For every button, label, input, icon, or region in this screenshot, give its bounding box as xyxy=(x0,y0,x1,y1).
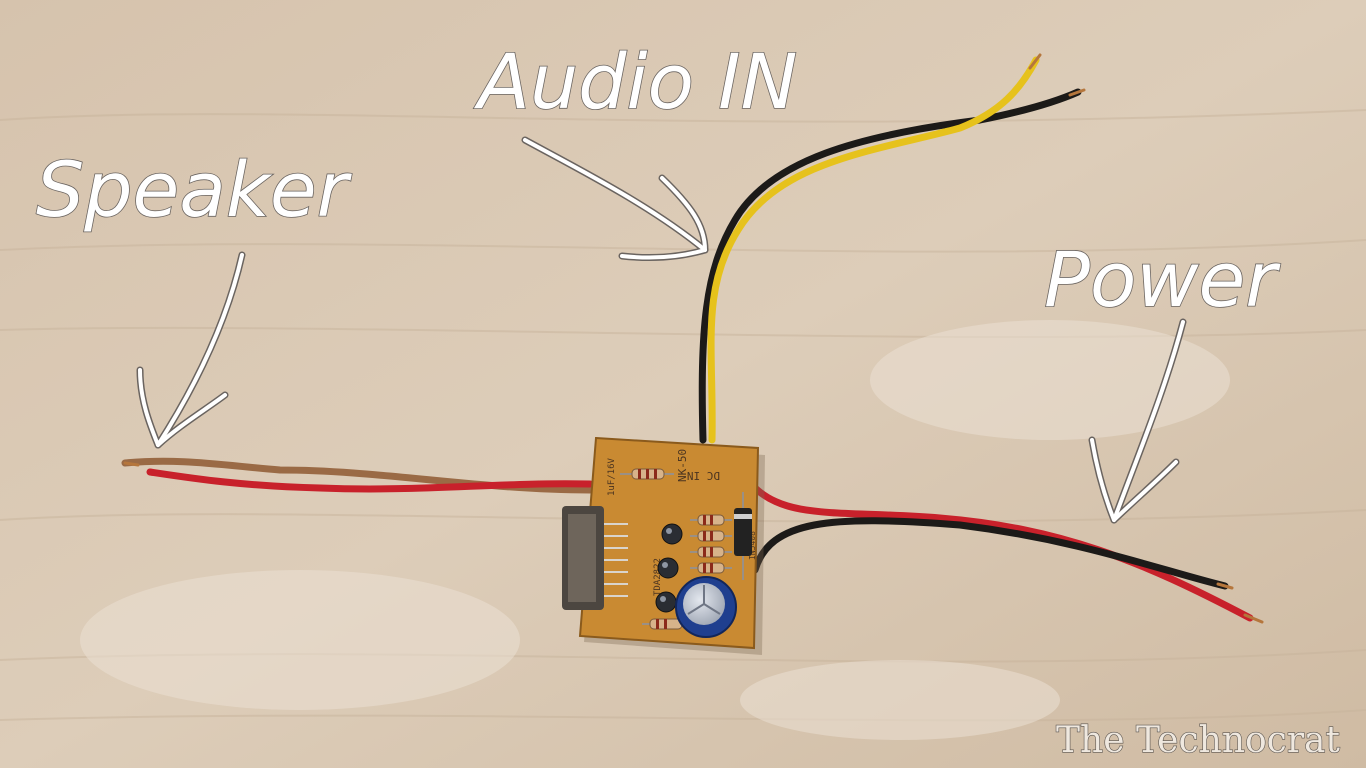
speaker-label: Speaker xyxy=(36,145,353,234)
pcb-ic-label: TDA2822 xyxy=(653,558,663,596)
power-black-wire xyxy=(751,517,1229,590)
speaker-wires xyxy=(121,457,594,494)
audio-yellow-wire xyxy=(707,56,1040,444)
watermark: The Technocrat xyxy=(1056,720,1341,761)
power-wires xyxy=(751,484,1264,624)
table-light-patches xyxy=(80,320,1230,740)
capacitor-icon xyxy=(655,523,683,613)
pcb-dc-in-label: DC IN xyxy=(687,469,720,482)
arrow-icon xyxy=(138,138,1185,522)
power-red-wire xyxy=(751,484,1254,622)
heatsink-icon xyxy=(562,506,628,610)
audio-in-wires xyxy=(698,53,1086,444)
pcb-model-label: NK-50 xyxy=(676,449,689,482)
pcb-cap-label: 1uF/16V xyxy=(607,457,617,496)
speaker-red-wire xyxy=(146,468,594,493)
large-capacitor-icon xyxy=(675,576,737,638)
pcb-diode-label: IN5408 xyxy=(748,531,757,560)
audio-in-label: Audio IN xyxy=(473,37,797,126)
diode-icon xyxy=(734,492,752,580)
power-label: Power xyxy=(1044,235,1281,324)
resistor-icon xyxy=(620,468,732,630)
audio-black-wire xyxy=(698,88,1082,444)
